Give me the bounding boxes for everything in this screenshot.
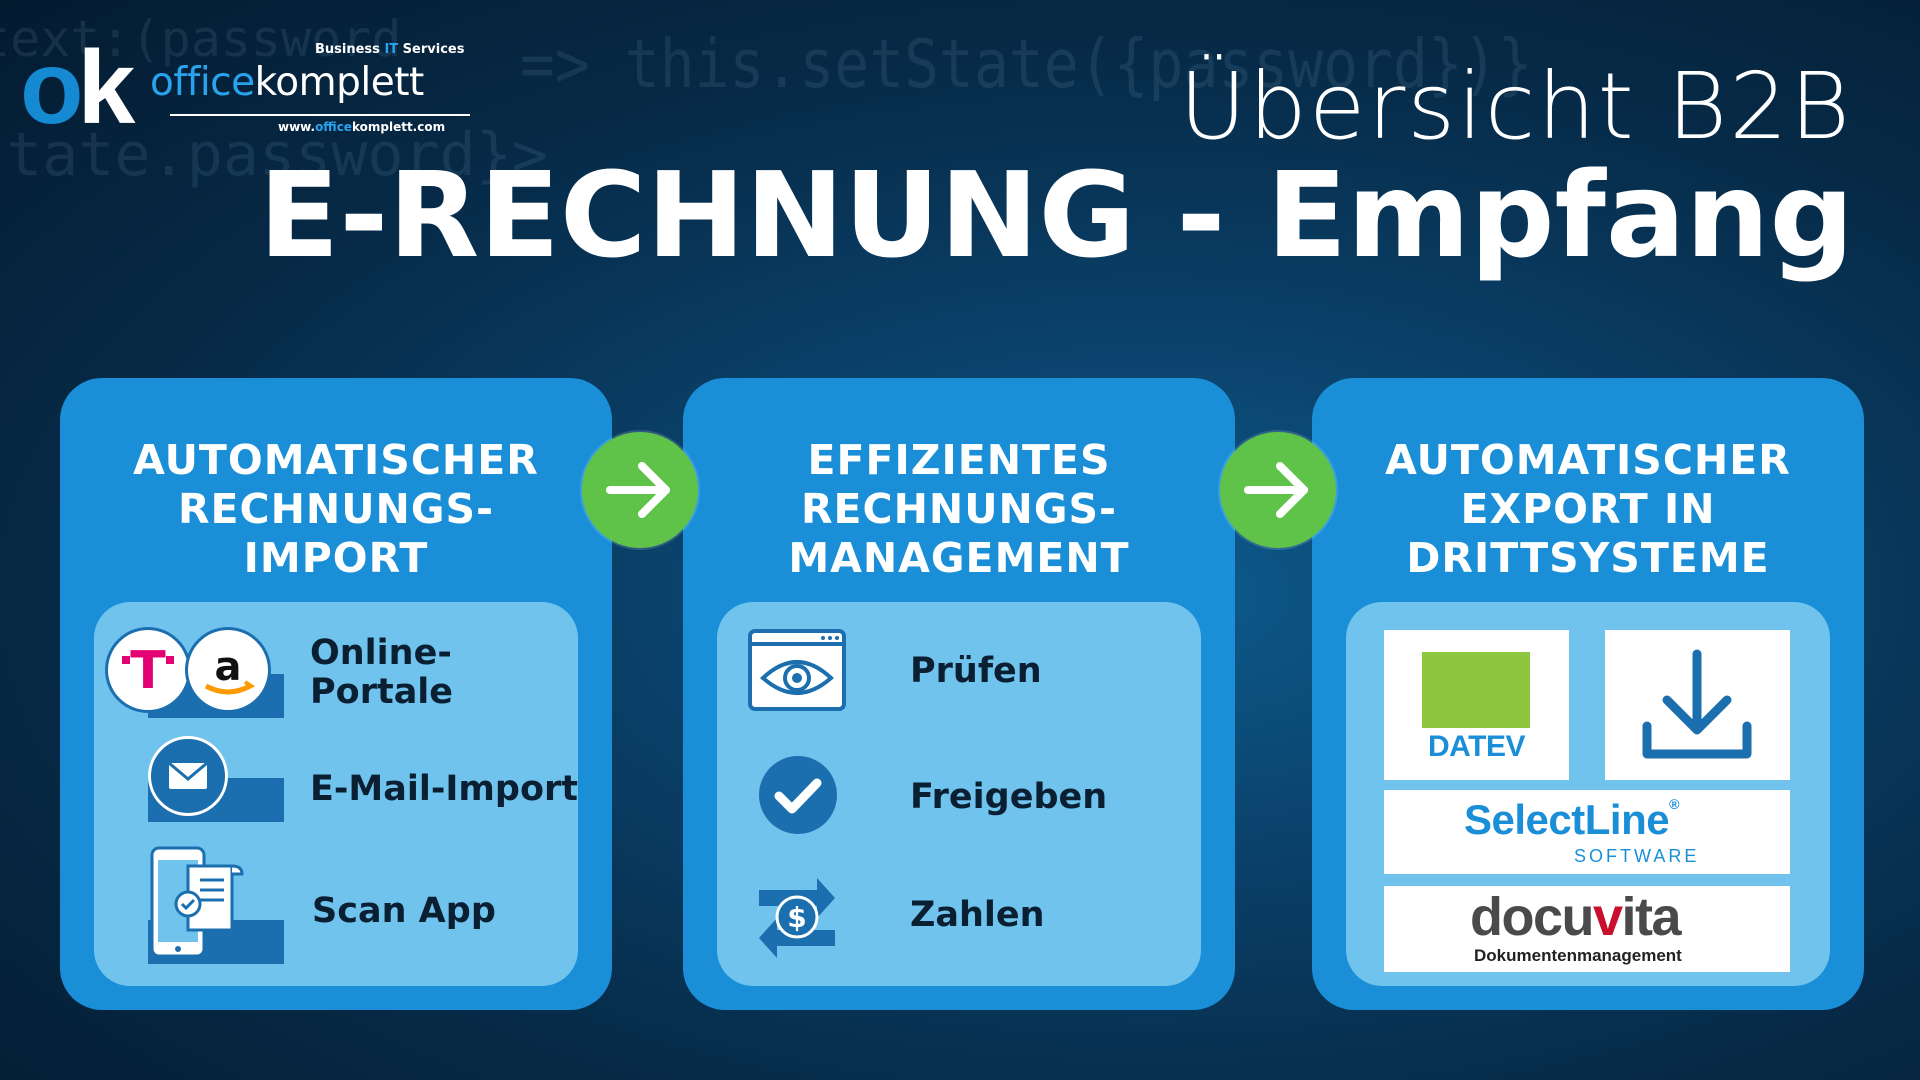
logo-tagline: Business IT Services: [315, 42, 465, 57]
logo-divider: [170, 114, 470, 116]
column-title: AUTOMATISCHER EXPORT IN DRITTSYSTEME: [1385, 436, 1791, 582]
svg-text:T: T: [130, 641, 166, 701]
download-tile[interactable]: [1605, 630, 1790, 780]
download-icon: [1642, 649, 1752, 759]
item-label: E-Mail-Import: [310, 769, 578, 809]
item-label: Scan App: [312, 891, 496, 931]
list-item-email-import[interactable]: E-Mail-Import: [94, 732, 578, 832]
officekomplett-logo[interactable]: ok Business IT Services officekomplett w…: [20, 30, 470, 146]
ok-logo-mark: ok: [20, 30, 135, 146]
selectline-logo-tile[interactable]: SelectLine® SOFTWARE: [1384, 790, 1790, 874]
datev-logo-tile[interactable]: DATEV: [1384, 630, 1569, 780]
item-label: Zahlen: [910, 895, 1045, 935]
svg-text:$: $: [787, 901, 806, 934]
column-import: AUTOMATISCHER RECHNUNGS- IMPORT T a O: [60, 378, 612, 1010]
column-content: T a Online-Portale: [94, 602, 578, 986]
telekom-icon: T: [108, 630, 188, 710]
eye-window-icon: [747, 628, 847, 716]
item-label: Freigeben: [910, 777, 1108, 817]
selectline-name: SelectLine®: [1464, 796, 1679, 843]
dollar-exchange-icon: $: [755, 876, 839, 962]
page-title: E-RECHNUNG - Empfang: [258, 146, 1854, 284]
list-item-scan-app[interactable]: Scan App: [94, 842, 578, 972]
arrow-right-icon: [606, 462, 670, 518]
amazon-icon: a: [188, 630, 268, 710]
flow-arrow: [582, 432, 698, 548]
list-item-zahlen[interactable]: $ Zahlen: [717, 872, 1201, 962]
selectline-sub: SOFTWARE: [1574, 846, 1700, 866]
column-content: DATEV SelectLine® SOFTWARE docuvita Doku…: [1346, 602, 1830, 986]
column-content: Prüfen Freigeben $ Zahlen: [717, 602, 1201, 986]
docuvita-name: docuvita: [1470, 887, 1682, 947]
page-subtitle: Übersicht B2B: [1179, 53, 1852, 160]
list-item-freigeben[interactable]: Freigeben: [717, 750, 1201, 840]
column-management: EFFIZIENTES RECHNUNGS- MANAGEMENT Prüfen: [683, 378, 1235, 1010]
column-title: AUTOMATISCHER RECHNUNGS- IMPORT: [133, 436, 539, 582]
logo-name: officekomplett: [150, 60, 424, 105]
datev-green-square: [1422, 652, 1530, 728]
list-item-online-portale[interactable]: T a Online-Portale: [94, 616, 578, 726]
envelope-icon: [148, 736, 228, 816]
checkmark-icon: [757, 754, 839, 840]
list-item-pruefen[interactable]: Prüfen: [717, 628, 1201, 718]
arrow-right-icon: [1244, 462, 1308, 518]
flow-arrow: [1220, 432, 1336, 548]
svg-text:a: a: [215, 644, 242, 690]
logo-url: www.officekomplett.com: [278, 120, 446, 134]
item-label: Online-Portale: [310, 633, 454, 712]
docuvita-sub: Dokumentenmanagement: [1474, 946, 1682, 965]
smartphone-scan-icon: [148, 844, 258, 962]
datev-label: DATEV: [1428, 730, 1525, 763]
item-label: Prüfen: [910, 651, 1042, 691]
column-title: EFFIZIENTES RECHNUNGS- MANAGEMENT: [788, 436, 1130, 582]
docuvita-logo-tile[interactable]: docuvita Dokumentenmanagement: [1384, 886, 1790, 972]
column-export: AUTOMATISCHER EXPORT IN DRITTSYSTEME DAT…: [1312, 378, 1864, 1010]
